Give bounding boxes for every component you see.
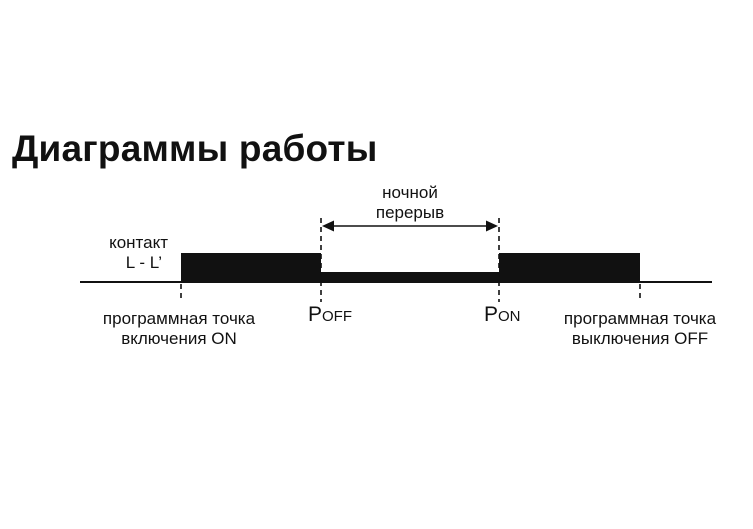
page-title: Диаграммы работы bbox=[12, 128, 378, 169]
off-point-line1: программная точка bbox=[563, 309, 717, 328]
contact-night-segment bbox=[321, 272, 499, 282]
contact-label-line2: L - L’ bbox=[125, 253, 162, 272]
p-off-suffix: OFF bbox=[322, 308, 353, 325]
night-break-arrow-left-head bbox=[322, 220, 334, 232]
on-point-line1: программная точка bbox=[102, 309, 256, 328]
p-on-suffix: ON bbox=[498, 308, 521, 325]
contact-on-segment-1 bbox=[181, 253, 321, 282]
p-on-letter: P bbox=[484, 303, 499, 326]
off-point-label: программная точка выключения OFF bbox=[531, 309, 749, 349]
on-point-line2: включения ON bbox=[121, 329, 237, 348]
on-point-label: программная точка включения ON bbox=[70, 309, 288, 349]
contact-label-line1: контакт bbox=[109, 233, 168, 252]
p-off-label: POFF bbox=[308, 303, 353, 327]
contact-label: контакт L - L’ bbox=[62, 233, 168, 273]
p-on-label: PON bbox=[484, 303, 521, 327]
night-break-arrow-right-head bbox=[486, 220, 498, 232]
off-point-line2: выключения OFF bbox=[571, 329, 709, 348]
p-off-letter: P bbox=[308, 303, 323, 326]
contact-on-segment-2 bbox=[499, 253, 640, 282]
night-break-line2: перерыв bbox=[375, 203, 445, 222]
night-break-line1: ночной bbox=[382, 183, 438, 202]
night-break-label: ночной перерыв bbox=[340, 183, 480, 223]
